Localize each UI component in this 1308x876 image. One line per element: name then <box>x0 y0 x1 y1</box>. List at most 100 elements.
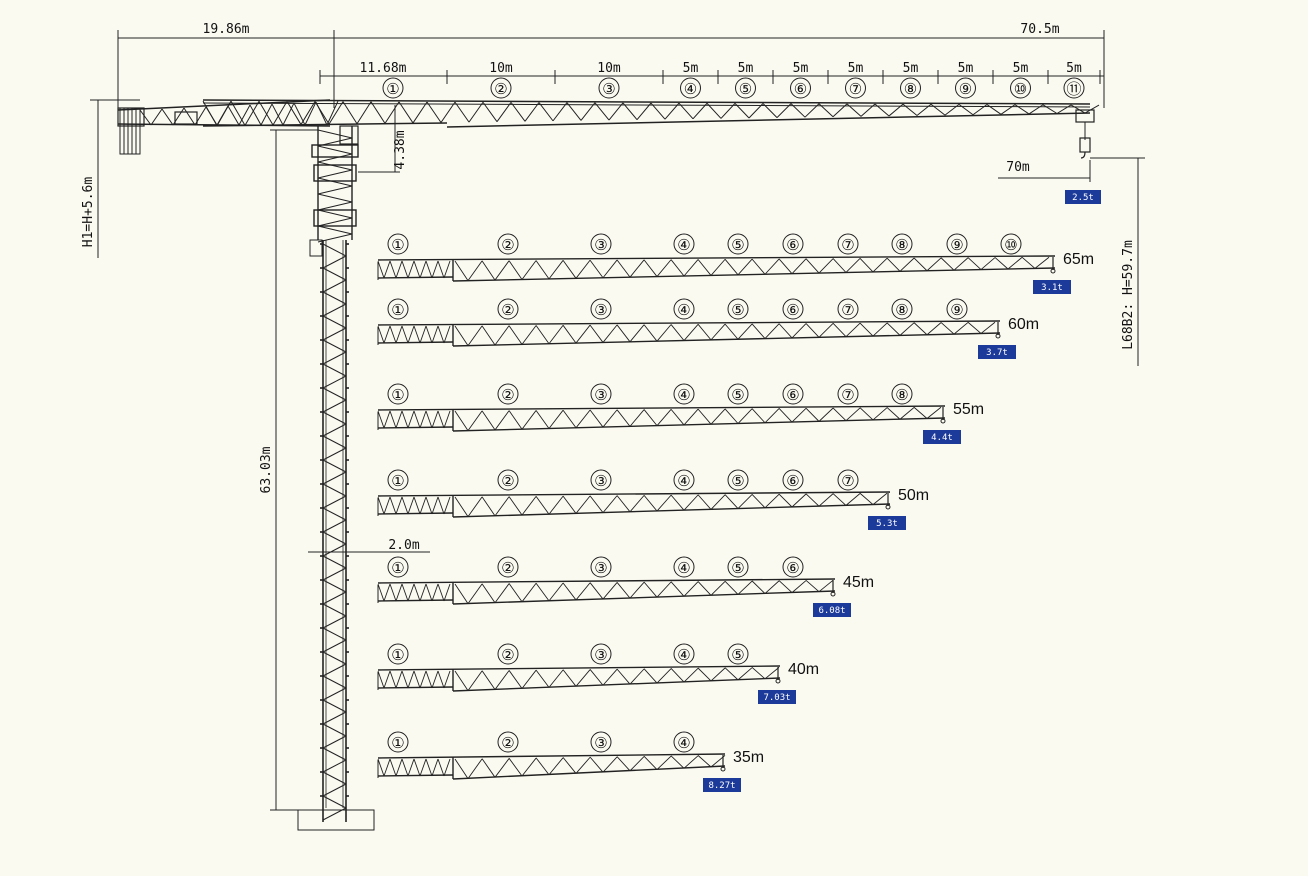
section-number-circle <box>735 77 756 99</box>
jib-lacing <box>859 257 874 273</box>
section-number-circle <box>727 556 749 578</box>
mast-lacing <box>322 555 347 569</box>
jib-root-lacing <box>413 260 421 279</box>
jib-root-lacing <box>443 496 451 515</box>
jib-lacing <box>494 260 510 281</box>
jib-lacing <box>805 493 820 507</box>
mast-lacing <box>322 279 347 293</box>
head-lacing <box>317 201 353 211</box>
jib-root-lacing <box>401 758 409 777</box>
main-jib-section-length: 5m <box>738 61 754 76</box>
jib-root-lacing <box>395 583 403 602</box>
jib-lacing <box>535 260 550 280</box>
mast-lacing <box>322 411 347 425</box>
load-badge-text: 8.27t <box>708 781 735 791</box>
counter-jib-lacing <box>315 101 328 126</box>
jib-root-lacing <box>437 260 445 279</box>
jib-lacing <box>467 670 483 691</box>
jib-lacing <box>737 580 753 595</box>
jib-root-lacing <box>377 758 385 777</box>
jib-lacing <box>872 407 888 421</box>
jib-lacing <box>683 755 699 769</box>
jib-lacing <box>562 409 577 429</box>
jib-section-number: ④ <box>677 301 690 319</box>
jib-lacing <box>697 755 712 768</box>
counterweight-block <box>123 107 129 155</box>
jib-lacing <box>683 408 699 426</box>
main-jib-lacing <box>356 101 372 125</box>
mast-lacing <box>322 267 347 281</box>
jib-root-lacing <box>389 325 397 344</box>
jib-lacing <box>805 407 820 422</box>
jib-lacing <box>616 756 631 772</box>
jib-root-lacing <box>413 583 421 602</box>
jib-bottom-chord <box>377 341 454 344</box>
jib-lacing <box>575 582 591 601</box>
jib-root-lacing <box>437 758 445 777</box>
jib-lacing <box>602 669 618 686</box>
jib-lacing <box>548 495 564 515</box>
jib-top-chord <box>377 665 781 671</box>
jib-lacing <box>751 408 766 424</box>
section-number-circle <box>790 77 811 99</box>
head-lacing <box>317 225 353 235</box>
head-height-label: 4.38m <box>393 130 408 169</box>
jib-lacing <box>710 259 726 276</box>
jib-lacing <box>737 667 753 681</box>
jib-root-lacing <box>431 583 439 602</box>
main-jib-lacing <box>1056 104 1072 114</box>
jib-root-lacing <box>413 496 421 515</box>
section-number-circle <box>955 77 976 99</box>
jib-lacing <box>589 582 604 600</box>
jib-section-number: ⑩ <box>1004 236 1017 254</box>
section-number-circle <box>782 556 804 578</box>
jib-lacing <box>616 668 631 685</box>
jib-lacing <box>1021 256 1036 269</box>
jib-lacing <box>508 325 523 345</box>
jib-lacing <box>629 324 645 343</box>
main-jib-lacing <box>440 101 456 123</box>
jib-lacing <box>535 582 550 602</box>
jib-top-chord <box>377 578 836 584</box>
jib-root-lacing <box>389 583 397 602</box>
jib-lacing <box>710 323 726 341</box>
mast-lacing <box>322 483 347 497</box>
jib-lacing <box>521 583 537 603</box>
jib-lacing <box>832 322 847 337</box>
load-badge <box>868 516 906 530</box>
head-lacing <box>317 145 353 155</box>
main-jib-lacing <box>776 103 792 118</box>
main-jib-lacing <box>790 103 806 118</box>
jib-lacing <box>562 669 577 687</box>
jib-root-lacing <box>413 670 421 689</box>
jib-root-lacing <box>443 260 451 279</box>
counter-jib-top-chord <box>117 99 331 111</box>
jib-lacing <box>616 409 631 427</box>
jib-lacing <box>562 324 577 344</box>
jib-root-lacing <box>419 325 427 344</box>
section-number-circle <box>673 556 695 578</box>
tip-radius-label: 70m <box>1006 160 1030 175</box>
head-lacing <box>317 177 353 187</box>
main-jib-lacing <box>328 101 344 125</box>
jib-section-number: ⑥ <box>786 472 799 490</box>
jib-bottom-chord <box>452 332 1001 347</box>
jib-section-number: ⑦ <box>841 472 854 490</box>
mast-lacing <box>322 243 347 257</box>
main-jib-lacing <box>398 101 414 124</box>
counter-jib-lacing <box>227 105 240 126</box>
jib-lacing <box>764 408 780 424</box>
load-badge-text: 5.3t <box>876 519 898 529</box>
jib-lacing <box>575 495 591 514</box>
jib-section-number: ⑨ <box>950 236 963 254</box>
jib-root-lacing <box>383 496 391 515</box>
jib-root-lacing <box>431 325 439 344</box>
jib-root-lacing <box>437 325 445 344</box>
trolley-body <box>1075 109 1095 123</box>
jib-lacing <box>886 322 901 336</box>
jib-tip-hook-icon <box>830 591 836 597</box>
jib-lacing <box>656 324 672 342</box>
jib-root-lacing <box>401 325 409 344</box>
jib-section-number: ⑥ <box>786 236 799 254</box>
main-jib-section-length: 5m <box>958 61 974 76</box>
